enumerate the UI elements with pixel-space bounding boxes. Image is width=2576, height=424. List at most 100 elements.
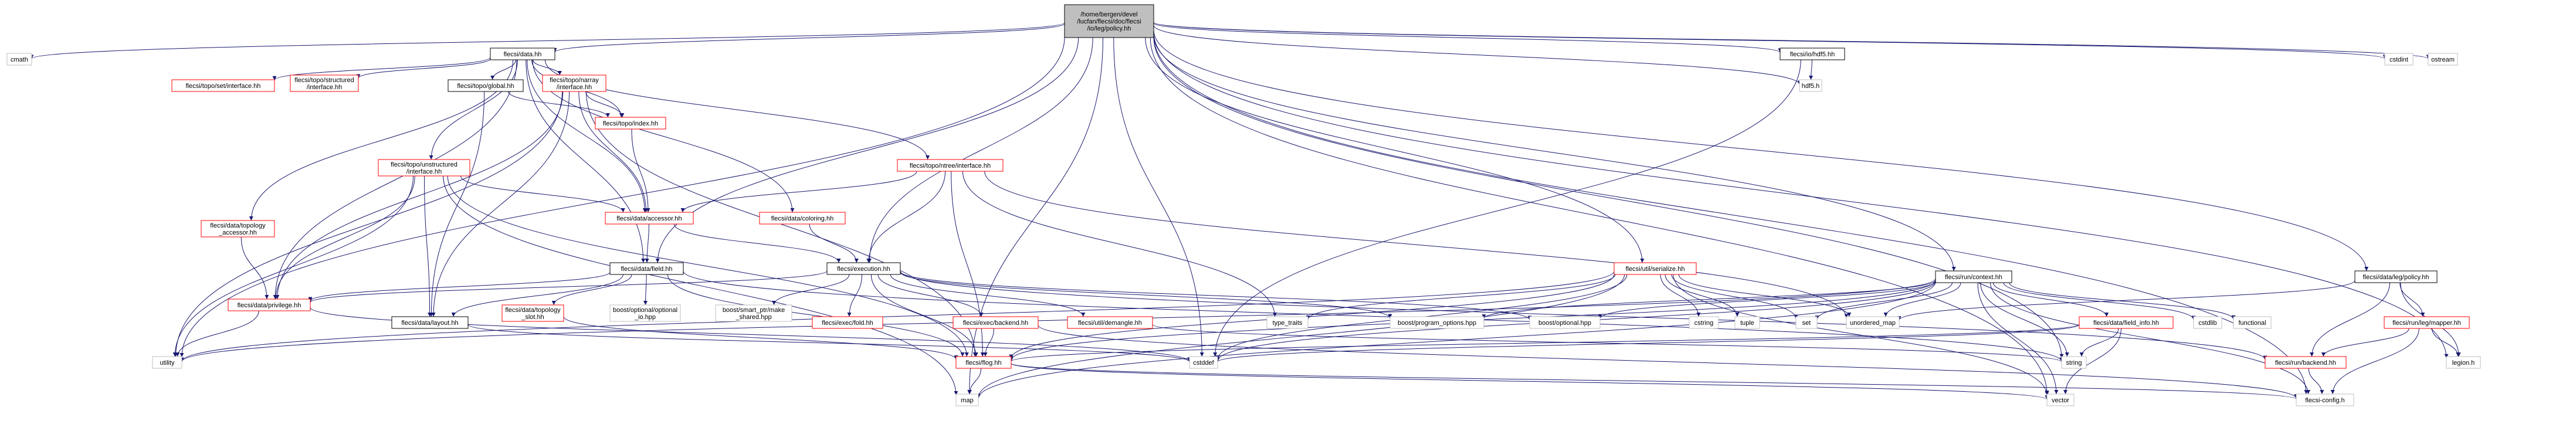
node-label-boost_optional_io: _io.hpp bbox=[634, 314, 656, 321]
node-topology_accessor[interactable]: flecsi/data/topology_accessor.hh bbox=[201, 220, 275, 238]
node-box-vector bbox=[2046, 394, 2075, 406]
node-box-data_field bbox=[609, 262, 684, 275]
node-label-topology_accessor: flecsi/data/topology bbox=[210, 222, 266, 229]
node-label-unordered_map: unordered_map bbox=[1850, 320, 1896, 327]
node-run_leg_mapper[interactable]: flecsi/run/leg/mapper.hh bbox=[2384, 316, 2470, 329]
node-data_leg_policy[interactable]: flecsi/data/leg/policy.hh bbox=[2354, 270, 2438, 283]
edge-run_context-to-unordered_map bbox=[1883, 282, 1961, 317]
node-label-cstdint: cstdint bbox=[2389, 56, 2408, 63]
node-data_privilege[interactable]: flecsi/data/privilege.hh bbox=[228, 299, 311, 311]
edge-ntree_interface-to-execution bbox=[866, 171, 946, 263]
node-box-data_leg_policy bbox=[2354, 270, 2438, 283]
node-label-set: set bbox=[1802, 320, 1811, 327]
edge-unstructured_interface-to-data_accessor bbox=[460, 175, 625, 213]
edge-data_field-to-data_privilege bbox=[308, 272, 611, 301]
node-data_accessor[interactable]: flecsi/data/accessor.hh bbox=[605, 212, 694, 225]
node-box-string bbox=[2061, 356, 2087, 369]
node-data_hh[interactable]: flecsi/data.hh bbox=[490, 48, 555, 60]
node-box-narray_interface bbox=[542, 74, 606, 92]
edge-run_context-to-boost_program_options bbox=[1482, 280, 1936, 319]
edge-flog-to-map bbox=[967, 368, 982, 395]
node-box-run_backend bbox=[2265, 356, 2347, 369]
node-label-topo_global: flecsi/topo/global.hh bbox=[457, 83, 514, 90]
edge-root-to-utility bbox=[179, 37, 1065, 357]
node-hdf5_h: hdf5.h bbox=[1799, 79, 1822, 92]
node-label-data_field: flecsi/data/field.hh bbox=[621, 266, 672, 273]
node-field_info[interactable]: flecsi/data/field_info.hh bbox=[2079, 316, 2174, 329]
edge-root-to-data_field bbox=[655, 37, 1079, 263]
node-box-data_hh bbox=[490, 48, 555, 60]
node-cstddef: cstddef bbox=[1189, 356, 1218, 369]
node-flog[interactable]: flecsi/flog.hh bbox=[955, 356, 1012, 369]
node-label-topology_slot: flecsi/data/topology bbox=[505, 307, 561, 314]
node-unordered_map: unordered_map bbox=[1846, 316, 1900, 329]
edge-util_serialize-to-utility bbox=[179, 271, 1615, 362]
node-cstring: cstring bbox=[1689, 316, 1719, 329]
header-nodes: /home/bergen/devel/lucfan/flecsi/doc/fle… bbox=[6, 4, 2481, 406]
node-box-cstring bbox=[1689, 316, 1719, 329]
node-label-run_leg_mapper: flecsi/run/leg/mapper.hh bbox=[2392, 320, 2461, 327]
node-legion_h: legion.h bbox=[2446, 356, 2481, 369]
edge-data_field-to-boost_optional_io bbox=[643, 274, 648, 306]
node-exec_backend[interactable]: flecsi/exec/backend.hh bbox=[953, 316, 1039, 329]
node-label-string: string bbox=[2066, 359, 2082, 367]
node-boost_optional: boost/optional.hpp bbox=[1529, 316, 1601, 329]
node-run_context[interactable]: flecsi/run/context.hh bbox=[1935, 270, 2012, 283]
node-label-unstructured_interface: flecsi/topo/unstructured bbox=[391, 161, 457, 168]
edge-root-to-util_serialize bbox=[1145, 37, 1645, 263]
node-data_field[interactable]: flecsi/data/field.hh bbox=[609, 262, 684, 275]
node-data_layout[interactable]: flecsi/data/layout.hh bbox=[391, 316, 469, 329]
edge-data_privilege-to-cstddef bbox=[310, 307, 1192, 362]
node-label-narray_interface: /interface.hh bbox=[557, 84, 592, 91]
node-label-flecsi_config: flecsi-config.h bbox=[2305, 397, 2344, 404]
node-label-execution: flecsi/execution.hh bbox=[837, 266, 890, 273]
edge-narray_interface-to-data_layout bbox=[431, 91, 570, 317]
node-util_demangle[interactable]: flecsi/util/demangle.hh bbox=[1067, 316, 1153, 329]
node-io_hdf5[interactable]: flecsi/io/hdf5.hh bbox=[1780, 48, 1845, 60]
node-label-legion_h: legion.h bbox=[2452, 359, 2475, 367]
node-util_serialize[interactable]: flecsi/util/serialize.hh bbox=[1614, 262, 1697, 275]
edge-narray_interface-to-data_accessor bbox=[578, 91, 648, 213]
node-run_backend[interactable]: flecsi/run/backend.hh bbox=[2265, 356, 2347, 369]
edge-data_field-to-data_layout bbox=[451, 274, 623, 317]
node-box-set bbox=[1795, 316, 1818, 329]
node-set_interface[interactable]: flecsi/topo/set/interface.hh bbox=[171, 79, 275, 92]
edge-root-to-io_hdf5 bbox=[1153, 23, 1782, 53]
node-label-data_accessor: flecsi/data/accessor.hh bbox=[616, 215, 682, 222]
edge-data_hh-to-data_field bbox=[526, 59, 646, 263]
node-ntree_interface[interactable]: flecsi/topo/ntree/interface.hh bbox=[897, 159, 1004, 172]
node-root[interactable]: /home/bergen/devel/lucfan/flecsi/doc/fle… bbox=[1064, 4, 1154, 38]
node-data_coloring[interactable]: flecsi/data/coloring.hh bbox=[759, 212, 846, 225]
edge-data_leg_policy-to-run_leg_mapper bbox=[2399, 282, 2425, 317]
edge-root-to-vector bbox=[1150, 37, 2049, 395]
node-label-io_hdf5: flecsi/io/hdf5.hh bbox=[1790, 51, 1835, 58]
node-narray_interface[interactable]: flecsi/topo/narray/interface.hh bbox=[542, 74, 606, 92]
node-label-structured_interface: flecsi/topo/structured bbox=[294, 77, 354, 84]
node-label-hdf5_h: hdf5.h bbox=[1802, 83, 1820, 90]
edge-root-to-cstdint bbox=[1153, 22, 2387, 59]
node-topology_slot[interactable]: flecsi/data/topology_slot.hh bbox=[501, 304, 564, 322]
node-exec_fold[interactable]: flecsi/exec/fold.hh bbox=[812, 316, 883, 329]
edge-ntree_interface-to-flog bbox=[951, 171, 985, 357]
edge-root-to-ostream bbox=[1153, 22, 2431, 59]
edge-unstructured_interface-to-flog bbox=[447, 175, 969, 357]
node-topo_global[interactable]: flecsi/topo/global.hh bbox=[448, 79, 524, 92]
node-ostream: ostream bbox=[2428, 53, 2458, 66]
node-label-root: /home/bergen/devel bbox=[1080, 11, 1137, 18]
node-box-exec_fold bbox=[812, 316, 883, 329]
edge-root-to-cmath bbox=[29, 22, 1065, 59]
node-topo_index[interactable]: flecsi/topo/index.hh bbox=[595, 117, 666, 130]
node-label-data_layout: flecsi/data/layout.hh bbox=[401, 320, 458, 327]
edge-execution-to-boost_smart_ptr bbox=[772, 274, 850, 306]
edge-util_serialize-to-type_traits bbox=[1306, 274, 1616, 320]
edge-root-to-string bbox=[1153, 36, 2064, 358]
edge-data_leg_policy-to-unordered_map bbox=[1897, 280, 2355, 321]
node-box-legion_h bbox=[2446, 356, 2481, 369]
node-unstructured_interface[interactable]: flecsi/topo/unstructured/interface.hh bbox=[378, 159, 470, 177]
node-execution[interactable]: flecsi/execution.hh bbox=[826, 262, 901, 275]
node-box-boost_program_options bbox=[1389, 316, 1484, 329]
node-label-util_demangle: flecsi/util/demangle.hh bbox=[1078, 320, 1142, 327]
edge-run_backend-to-flecsi_config bbox=[2308, 368, 2324, 395]
node-label-exec_fold: flecsi/exec/fold.hh bbox=[822, 320, 873, 327]
node-structured_interface[interactable]: flecsi/topo/structured/interface.hh bbox=[290, 74, 359, 92]
